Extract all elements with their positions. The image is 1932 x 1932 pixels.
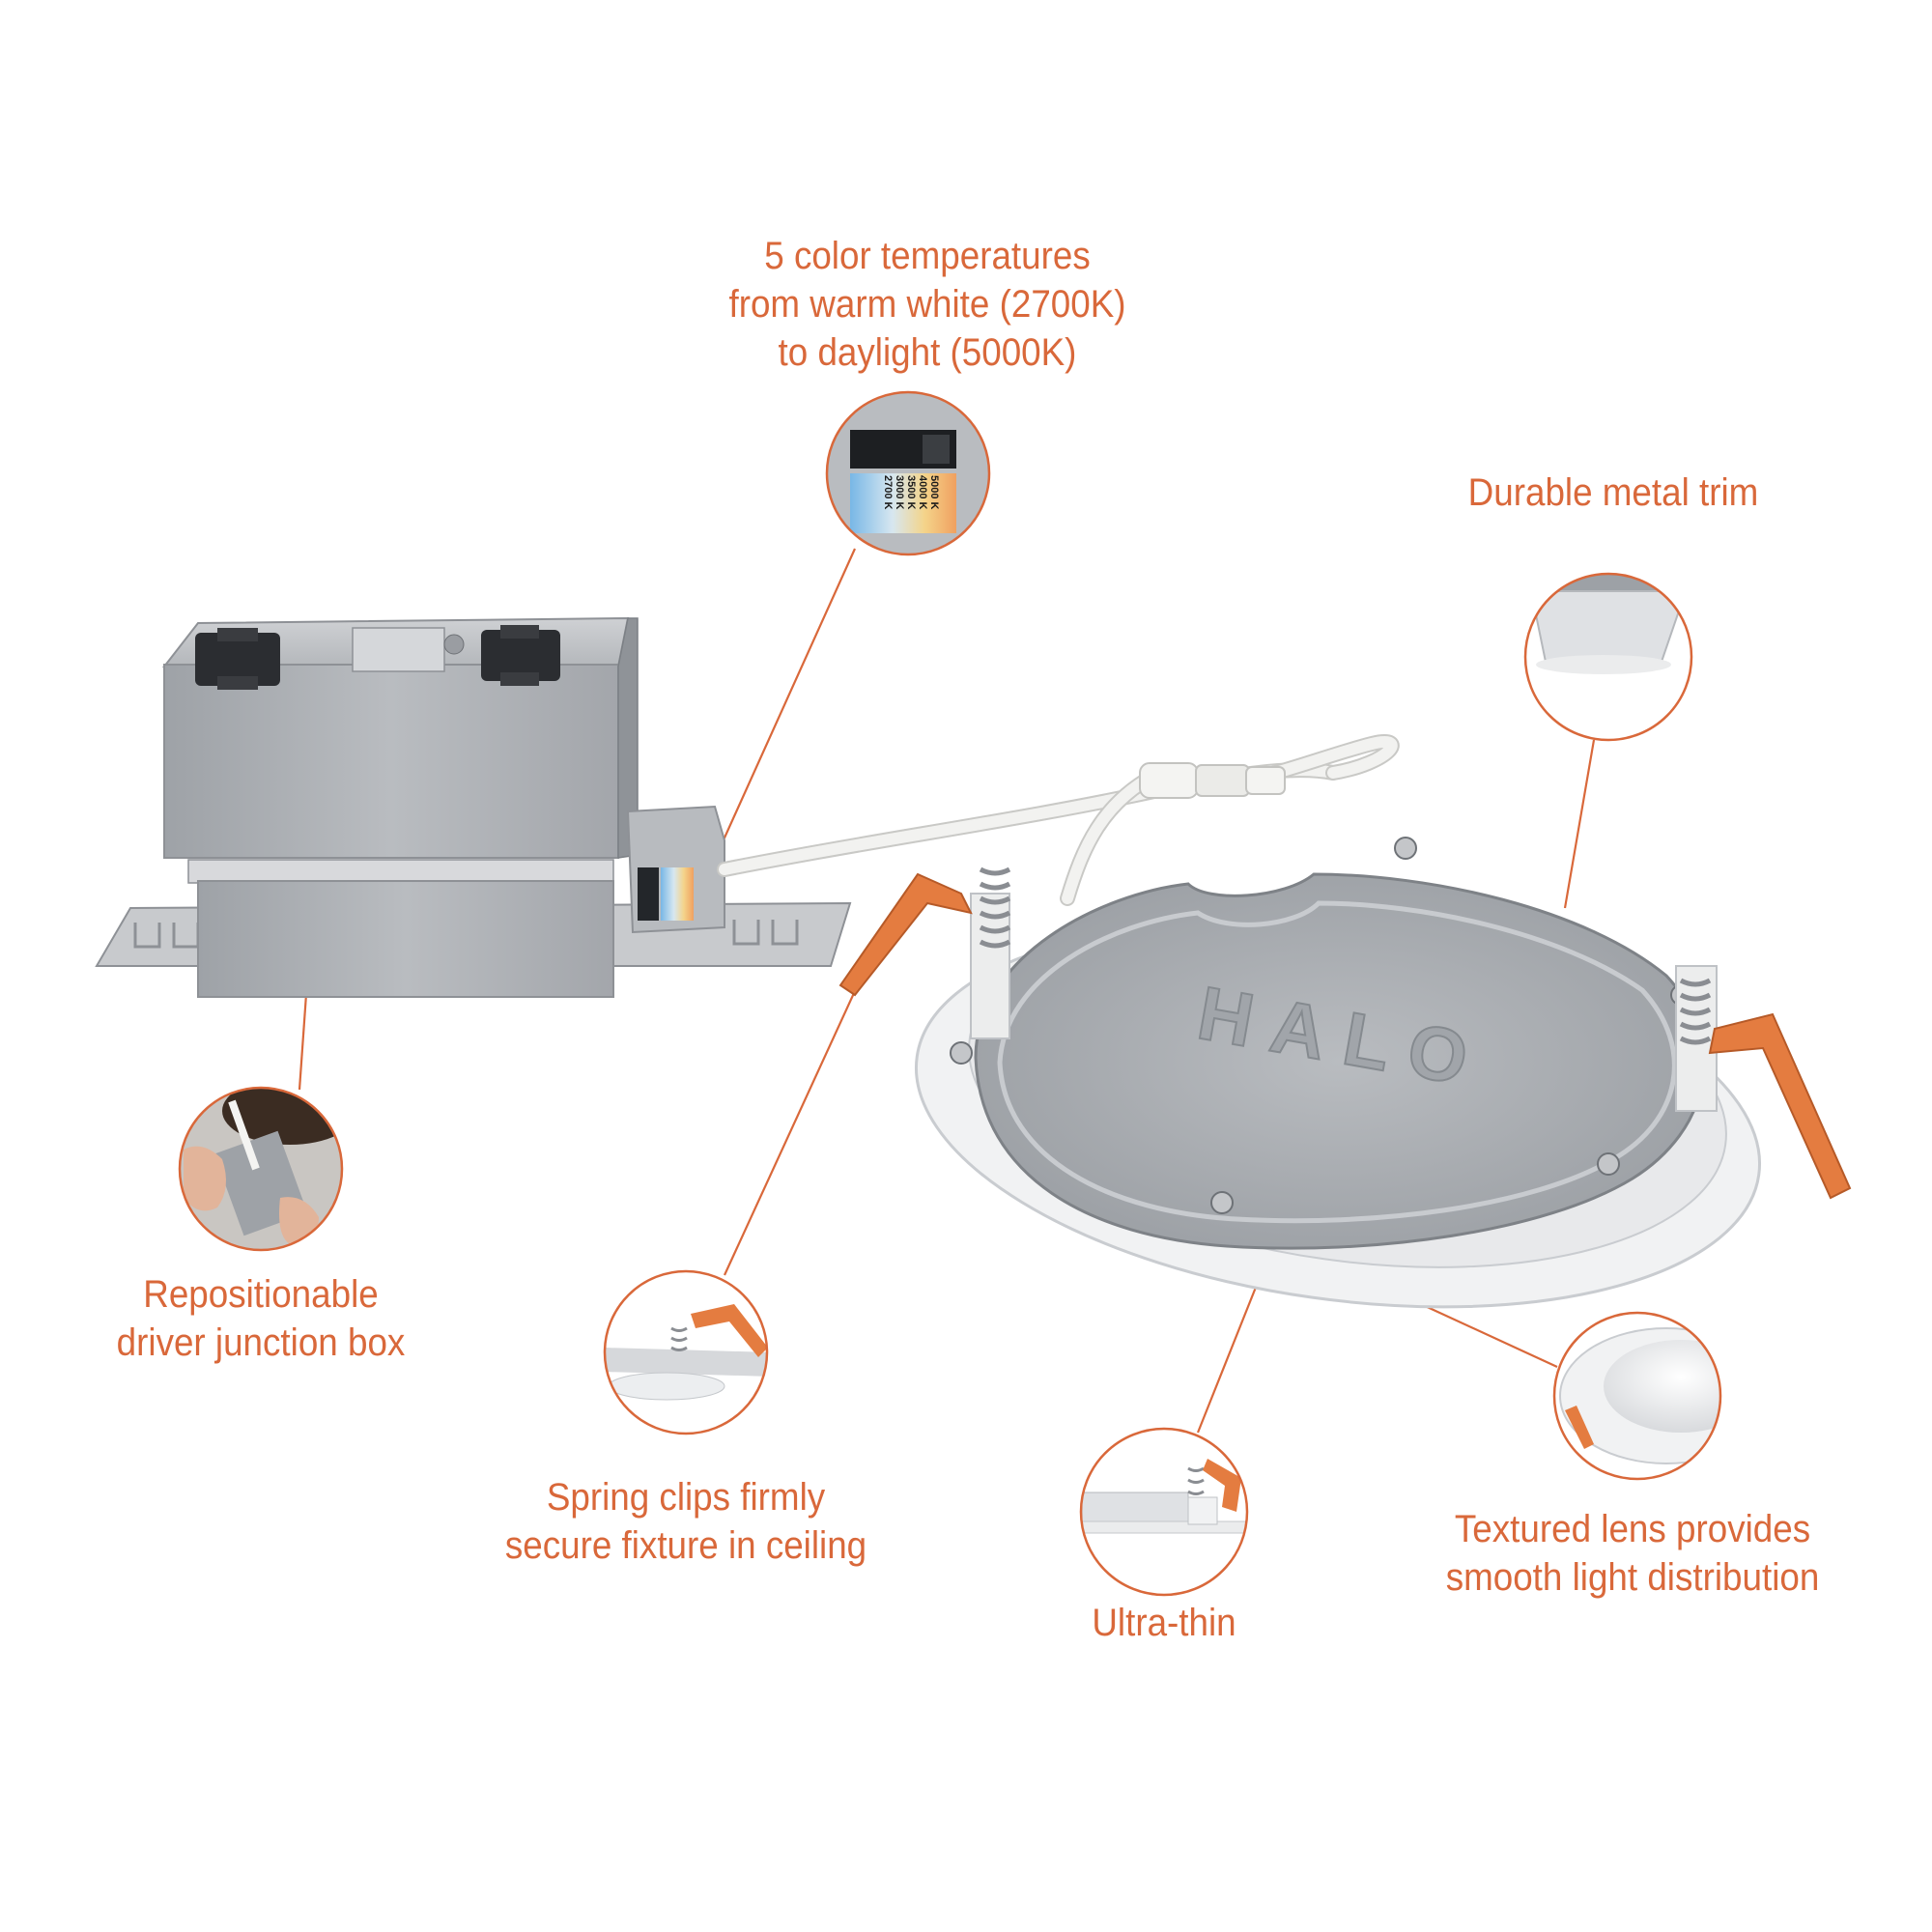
callout-junction-box: Repositionable driver junction box <box>83 1270 439 1367</box>
detail-junction-box-install <box>178 1086 344 1252</box>
callout-color-temps-line1: 5 color temperatures <box>764 235 1091 277</box>
ground-screw <box>443 634 465 655</box>
callout-color-temps-line2: from warm white (2700K) <box>728 283 1126 326</box>
detail-cct-switch: 2700 K 3000 K 3500 K 4000 K 5000 K <box>825 390 991 556</box>
box-side-face <box>617 617 639 859</box>
cable-connector <box>1139 762 1286 799</box>
leader-lens <box>1409 1298 1558 1368</box>
driver-junction-box <box>95 616 852 998</box>
bracket-slots <box>133 920 799 949</box>
connector-right <box>481 625 560 686</box>
leader-lines <box>298 548 1596 1434</box>
detail-textured-lens <box>1552 1311 1722 1481</box>
callout-lens-line2: smooth light distribution <box>1445 1556 1820 1599</box>
callout-textured-lens: Textured lens provides smooth light dist… <box>1410 1505 1855 1602</box>
box-lower-body <box>197 880 614 998</box>
leader-metal-trim <box>1563 739 1596 909</box>
connector-left <box>195 628 280 690</box>
downlight-fixture: HALO <box>838 837 1852 1309</box>
spring-clip-right <box>1708 1012 1852 1200</box>
callout-metal-trim-line1: Durable metal trim <box>1467 471 1759 514</box>
callout-junction-box-line1: Repositionable <box>143 1273 379 1316</box>
detail-spring-clip <box>603 1269 769 1435</box>
cct-label-on-box <box>661 867 694 921</box>
cct-switch-on-box <box>638 867 659 921</box>
box-rail <box>187 859 614 884</box>
spring-right <box>1679 978 1712 1045</box>
leader-ultra-thin <box>1196 1274 1263 1434</box>
cct-option-labels: 2700 K 3000 K 3500 K 4000 K 5000 K <box>882 475 940 510</box>
plate-rim <box>997 900 1677 1224</box>
callout-lens-line1: Textured lens provides <box>1454 1508 1811 1550</box>
callout-ultra-thin: Ultra-thin <box>1053 1599 1275 1647</box>
leader-color-temps <box>706 548 857 875</box>
spring-clip-left <box>838 872 973 997</box>
detail-ultra-thin <box>1079 1427 1249 1597</box>
callout-spring-clips-line2: secure fixture in ceiling <box>504 1524 867 1567</box>
detail-metal-trim <box>1523 572 1693 742</box>
callout-spring-clips-line1: Spring clips firmly <box>546 1476 826 1519</box>
callout-spring-clips: Spring clips firmly secure fixture in ce… <box>472 1473 899 1570</box>
leader-spring-clips <box>724 980 861 1276</box>
spring-left <box>979 867 1011 949</box>
box-upper-body <box>163 664 619 859</box>
callout-metal-trim: Durable metal trim <box>1427 469 1800 517</box>
cct-label-strip <box>850 473 956 533</box>
callout-color-temps-line3: to daylight (5000K) <box>778 331 1077 374</box>
callout-junction-box-line2: driver junction box <box>116 1321 406 1364</box>
callout-ultra-thin-line1: Ultra-thin <box>1092 1602 1236 1644</box>
callout-color-temperatures: 5 color temperatures from warm white (27… <box>678 232 1176 377</box>
svg-text:3500 K: 3500 K <box>905 475 917 510</box>
svg-text:3000 K: 3000 K <box>894 475 905 510</box>
ground-tab <box>352 627 445 672</box>
svg-text:2700 K: 2700 K <box>882 475 894 510</box>
svg-text:4000 K: 4000 K <box>917 475 928 510</box>
power-cable <box>717 734 1400 906</box>
svg-text:5000 K: 5000 K <box>928 475 940 510</box>
leader-junction-box <box>298 980 309 1091</box>
